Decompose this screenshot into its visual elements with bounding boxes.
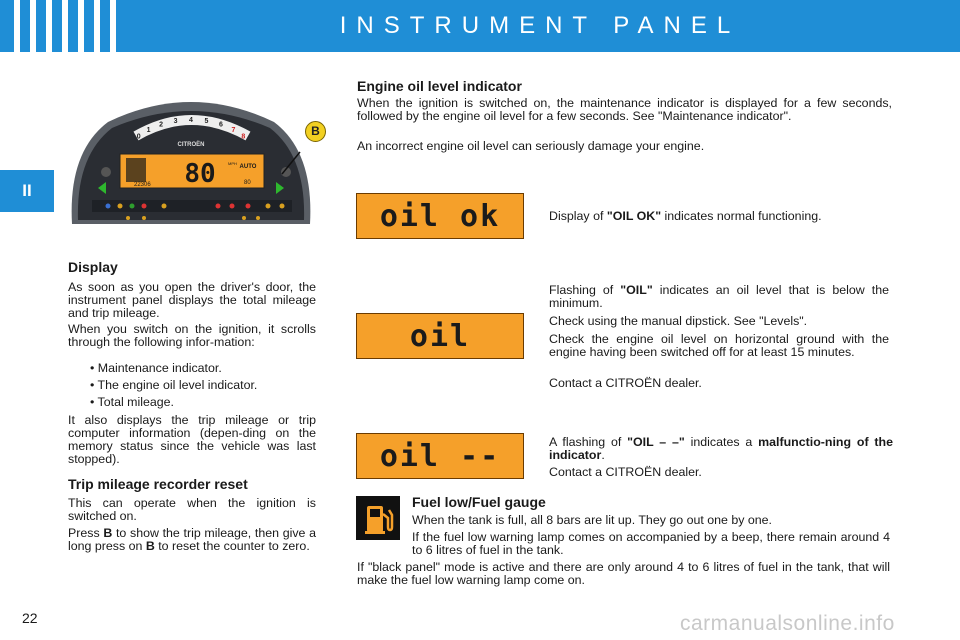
page-title: INSTRUMENT PANEL: [339, 12, 741, 39]
tach-tick-label: 1: [147, 127, 151, 134]
instrument-cluster-figure: 01 2 3 4 5 6 78 CITROËN 80 MPH AUTO 22306 80: [71, 102, 311, 224]
tach-tick-label: 4: [189, 117, 193, 124]
lcd-oil-ok: oil ok: [356, 193, 524, 239]
header-stripe: [110, 0, 116, 52]
display-bullet: • Maintenance indicator.: [90, 361, 222, 375]
display-paragraph-1: As soon as you open the driver's door, t…: [68, 280, 316, 320]
display-heading: Display: [68, 259, 118, 275]
fuel-pump-icon: [356, 496, 400, 540]
brand-label: CITROËN: [178, 141, 205, 148]
tach-tick-label: 2: [159, 122, 163, 129]
lcd-oil-low: oil: [356, 313, 524, 359]
unit-label: MPH: [228, 161, 237, 166]
trip-paragraph-2: Press B to show the trip mileage, then g…: [68, 526, 316, 553]
oil-heading: Engine oil level indicator: [357, 78, 522, 94]
header-stripe: [46, 0, 52, 52]
fuel-paragraph-3: If "black panel" mode is active and ther…: [357, 560, 890, 587]
odometer-readout: 22306: [134, 182, 151, 188]
oil-low-paragraph-2: Check using the manual dipstick. See "Le…: [549, 314, 808, 328]
gear-label: AUTO: [240, 164, 257, 170]
cruise-readout: 80: [244, 180, 251, 186]
oil-low-text: Flashing of "OIL" indicates an oil level…: [549, 283, 889, 310]
fuel-paragraph-2: If the fuel low warning lamp comes on ac…: [412, 530, 890, 557]
fuel-heading: Fuel low/Fuel gauge: [412, 494, 546, 510]
oil-paragraph-1: When the ignition is switched on, the ma…: [357, 96, 892, 123]
oil-low-paragraph-4: Contact a CITROËN dealer.: [549, 376, 702, 390]
page-number: 22: [22, 610, 38, 626]
watermark: carmanualsonline.info: [680, 612, 895, 635]
display-paragraph-2: When you switch on the ignition, it scro…: [68, 322, 316, 349]
warning-lamps: [105, 203, 285, 220]
lcd-oil-fault: oil --: [356, 433, 524, 479]
section-tab: II: [0, 170, 54, 212]
left-indicator-icon: [98, 182, 106, 194]
header-stripe: [14, 0, 20, 52]
tachometer-ticks: 01 2 3 4 5 6 78: [137, 117, 246, 141]
oil-fault-text: A flashing of "OIL – –" indicates a malf…: [549, 435, 894, 462]
tach-tick-label: 3: [174, 118, 178, 125]
speed-readout: 80: [184, 159, 215, 189]
oil-ok-text: Display of "OIL OK" indicates normal fun…: [549, 209, 822, 223]
tach-tick-label: 5: [204, 118, 208, 125]
header-stripe: [62, 0, 68, 52]
tach-tick-label: 7: [231, 127, 235, 134]
header-stripe: [78, 0, 84, 52]
display-paragraph-3: It also displays the trip mileage or tri…: [68, 413, 316, 466]
fuel-bars: [126, 158, 146, 182]
callout-line: [281, 151, 301, 175]
callout-b-badge: B: [305, 121, 326, 142]
page-header: INSTRUMENT PANEL: [0, 0, 960, 52]
header-stripe: [94, 0, 100, 52]
header-stripe: [30, 0, 36, 52]
trip-paragraph-1: This can operate when the ignition is sw…: [68, 496, 316, 523]
left-knob: [101, 167, 111, 177]
trip-heading: Trip mileage recorder reset: [68, 476, 248, 492]
display-bullet: • Total mileage.: [90, 395, 175, 409]
warning-lamp-row: [92, 200, 292, 212]
tach-tick-label: 8: [241, 134, 245, 141]
tach-tick-label: 6: [219, 122, 223, 129]
oil-fault-paragraph-2: Contact a CITROËN dealer.: [549, 465, 702, 479]
oil-paragraph-2: An incorrect engine oil level can seriou…: [357, 139, 705, 153]
right-indicator-icon: [276, 182, 284, 194]
fuel-paragraph-1: When the tank is full, all 8 bars are li…: [412, 513, 772, 527]
tach-tick-label: 0: [137, 134, 141, 141]
right-knob: [281, 167, 291, 177]
display-bullet: • The engine oil level indicator.: [90, 378, 258, 392]
oil-low-paragraph-3: Check the engine oil level on horizontal…: [549, 332, 889, 359]
